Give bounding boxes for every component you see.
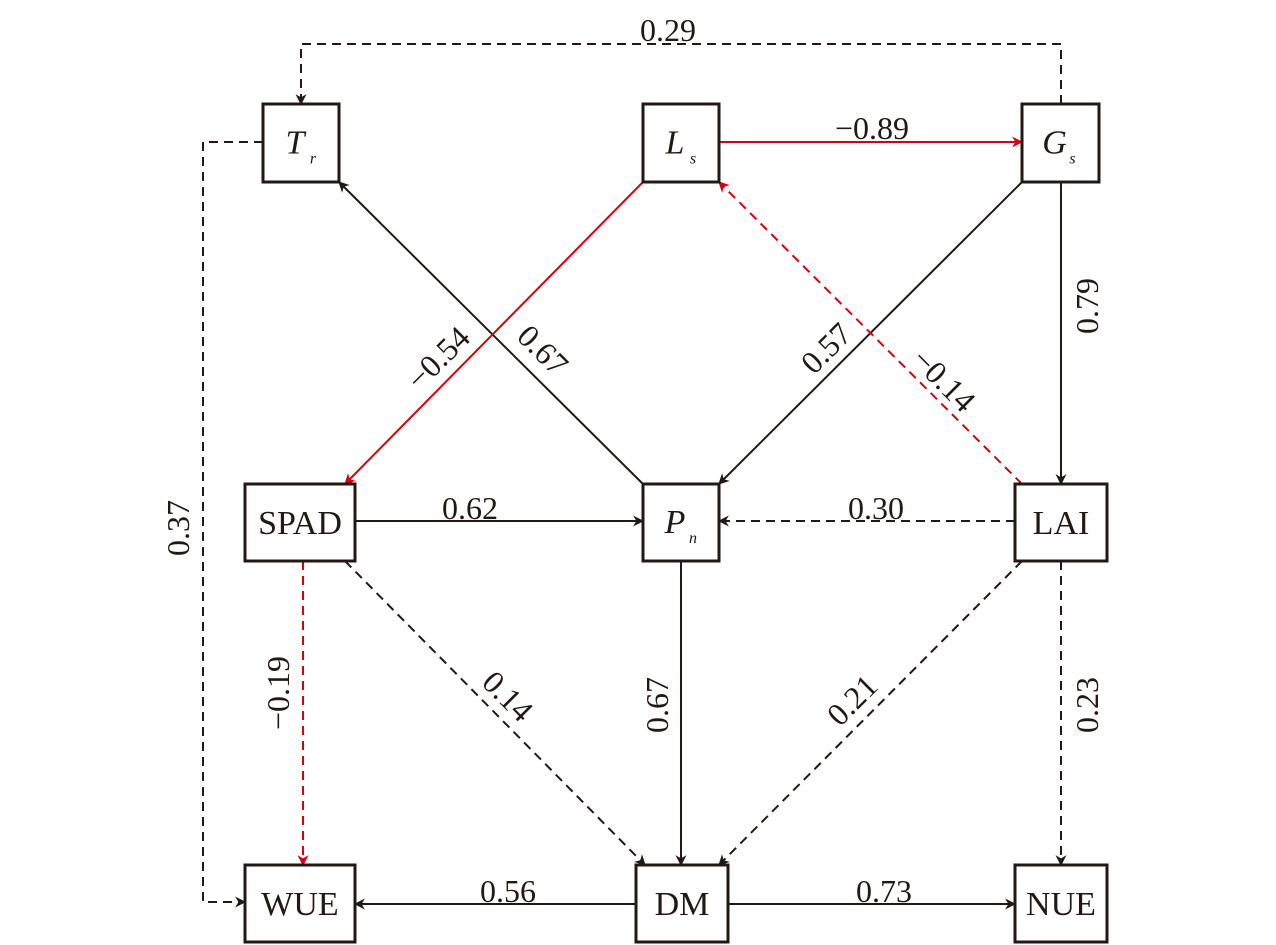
edge-lai-to-dm-arrow <box>718 560 1023 866</box>
edge-ls-to-gs-coefficient: −0.89 <box>835 110 909 146</box>
edge-spad-to-dm-coefficient: 0.14 <box>475 663 540 728</box>
edge-pn-to-tr-arrow <box>338 181 644 485</box>
edge-pn-to-tr-coefficient: 0.67 <box>510 317 575 382</box>
edge-lai-to-pn-coefficient: 0.30 <box>848 490 904 526</box>
edge-gs-to-tr-arrow <box>295 43 1062 106</box>
node-tr-box <box>261 102 341 184</box>
node-ls-subscript: s <box>690 151 696 168</box>
node-gs-subscript: s <box>1069 151 1075 168</box>
node-nue: NUE <box>1013 863 1109 944</box>
node-spad: SPAD <box>243 482 357 563</box>
node-gs-label: G <box>1042 125 1067 162</box>
node-lai: LAI <box>1013 482 1109 563</box>
node-tr-label: T <box>286 125 307 162</box>
edge-ls-to-spad-coefficient: −0.54 <box>399 319 477 397</box>
node-pn-label: P <box>664 504 686 541</box>
node-nue-box <box>1013 863 1109 944</box>
edge-ls-to-spad-arrow <box>344 181 644 485</box>
node-dm-box <box>634 863 730 944</box>
node-spad-box <box>243 482 357 563</box>
edge-dm-to-nue-coefficient: 0.73 <box>856 873 912 909</box>
node-ls-label: L <box>665 125 685 162</box>
node-ls-box <box>641 102 721 184</box>
node-tr-subscript: r <box>310 151 317 168</box>
node-nue-label: NUE <box>1026 886 1096 923</box>
edge-dm-to-wue-coefficient: 0.56 <box>480 873 536 909</box>
node-spad-label: SPAD <box>258 505 342 542</box>
node-pn-box <box>641 482 721 563</box>
edge-pn-to-dm-coefficient: 0.67 <box>639 677 675 733</box>
edge-tr-to-wue-arrow <box>202 141 263 908</box>
edge-lai-to-dm-coefficient: 0.21 <box>819 667 884 732</box>
edge-gs-to-pn-coefficient: 0.57 <box>793 315 858 380</box>
node-wue-box <box>243 863 357 944</box>
edge-gs-to-tr-coefficient: 0.29 <box>640 12 696 48</box>
node-wue: WUE <box>243 863 357 944</box>
edge-spad-to-dm-arrow <box>344 560 646 866</box>
node-dm-label: DM <box>655 886 710 923</box>
node-lai-label: LAI <box>1033 505 1090 542</box>
edge-tr-to-wue-coefficient: 0.37 <box>160 500 196 556</box>
edge-lai-to-nue-coefficient: 0.23 <box>1069 677 1105 733</box>
edges-layer <box>202 43 1067 910</box>
node-pn-subscript: n <box>689 530 697 547</box>
edge-gs-to-lai-coefficient: 0.79 <box>1069 278 1105 334</box>
node-wue-label: WUE <box>261 886 338 923</box>
edge-spad-to-wue-coefficient: −0.19 <box>260 656 296 730</box>
edge-lai-to-ls-arrow <box>718 181 1023 485</box>
node-lai-box <box>1013 482 1109 563</box>
node-dm: DM <box>634 863 730 944</box>
edge-spad-to-pn-coefficient: 0.62 <box>442 490 498 526</box>
node-gs-box <box>1020 102 1101 184</box>
